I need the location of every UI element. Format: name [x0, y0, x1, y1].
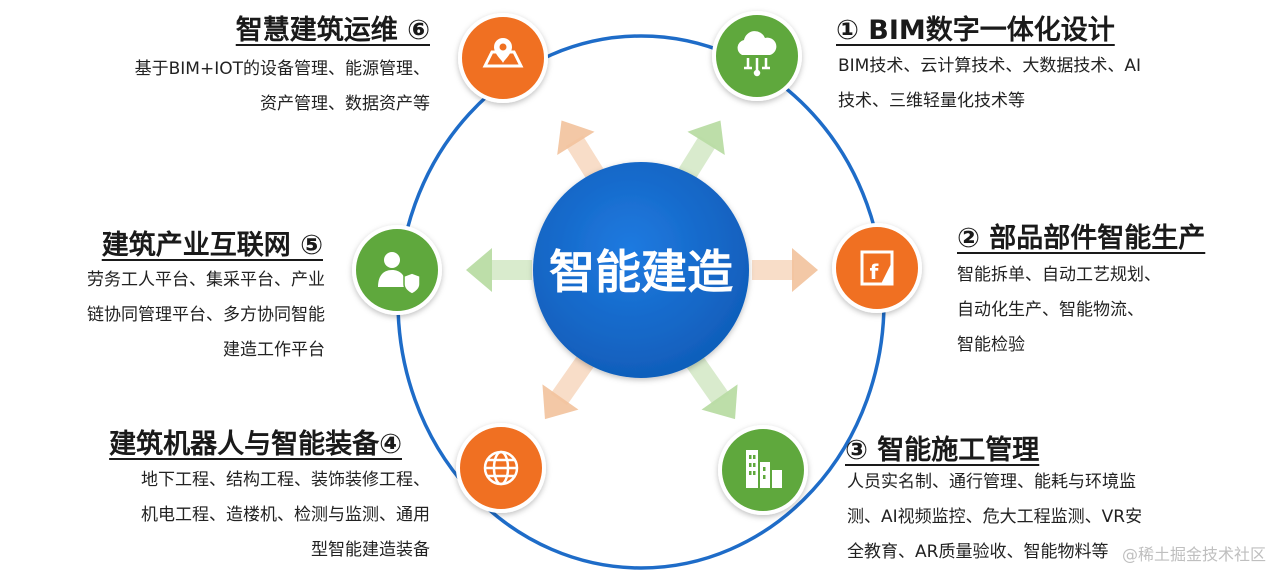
arrow-to-net: [466, 248, 532, 292]
watermark: @稀土掘金技术社区: [1121, 545, 1266, 564]
node-site: [718, 425, 808, 515]
desc-line: 建造工作平台: [223, 340, 325, 360]
node-title-site: ③ 智能施工管理: [845, 435, 1040, 466]
desc-line: 技术、三维轻量化技术等: [838, 91, 1025, 111]
node-desc-bim: BIM技术、云计算技术、大数据技术、AI 技术、三维轻量化技术等: [838, 49, 1141, 119]
svg-text:f: f: [870, 260, 879, 284]
desc-line: BIM技术、云计算技术、大数据技术、AI: [838, 56, 1141, 76]
node-desc-net: 劳务工人平台、集采平台、产业 链协同管理平台、多方协同智能 建造工作平台: [87, 263, 325, 368]
node-ops: [458, 13, 548, 103]
desc-line: 资产管理、数据资产等: [260, 94, 430, 114]
desc-line: 人员实名制、通行管理、能耗与环境监: [847, 472, 1136, 492]
node-title-net: 建筑产业互联网 ⑤: [101, 230, 323, 261]
desc-line: 链协同管理平台、多方协同智能: [87, 305, 325, 325]
node-robot: [456, 423, 546, 513]
node-bim: [712, 11, 802, 101]
center-label: 智能建造: [549, 245, 733, 299]
node-desc-ops: 基于BIM+IOT的设备管理、能源管理、 资产管理、数据资产等: [135, 52, 430, 122]
document-f-icon: f: [860, 250, 894, 286]
desc-line: 智能检验: [957, 335, 1025, 355]
desc-line: 全教育、AR质量验收、智能物料等: [847, 542, 1109, 562]
node-net: [352, 225, 442, 315]
node-title-robot: 建筑机器人与智能装备④: [109, 429, 402, 460]
node-title-bim: ① BIM数字一体化设计: [836, 15, 1115, 46]
desc-line: 型智能建造装备: [311, 540, 430, 560]
node-title-ops: 智慧建筑运维 ⑥: [235, 15, 430, 46]
desc-line: 劳务工人平台、集采平台、产业: [87, 270, 325, 290]
globe-icon: [483, 450, 519, 486]
desc-line: 基于BIM+IOT的设备管理、能源管理、: [134, 59, 430, 79]
desc-line: 机电工程、造楼机、检测与监测、通用: [141, 505, 430, 525]
node-desc-prod: 智能拆单、自动工艺规划、 自动化生产、智能物流、 智能检验: [957, 258, 1161, 363]
desc-line: 智能拆单、自动工艺规划、: [957, 265, 1161, 285]
user-shield-icon: [378, 252, 421, 295]
node-title-prod: ② 部品部件智能生产: [957, 223, 1206, 254]
buildings-icon: [746, 450, 782, 488]
node-desc-site: 人员实名制、通行管理、能耗与环境监 测、AI视频监控、危大工程监测、VR安 全教…: [847, 465, 1142, 570]
node-desc-robot: 地下工程、结构工程、装饰装修工程、 机电工程、造楼机、检测与监测、通用 型智能建…: [141, 463, 430, 568]
desc-line: 测、AI视频监控、危大工程监测、VR安: [847, 507, 1143, 527]
center-circle: [533, 162, 749, 378]
map-pin-icon: [482, 38, 524, 68]
desc-line: 自动化生产、智能物流、: [957, 300, 1144, 320]
desc-line: 地下工程、结构工程、装饰装修工程、: [141, 470, 430, 490]
arrow-to-prod: [752, 248, 818, 292]
cloud-network-icon: [737, 31, 777, 77]
node-prod: f: [832, 223, 922, 313]
